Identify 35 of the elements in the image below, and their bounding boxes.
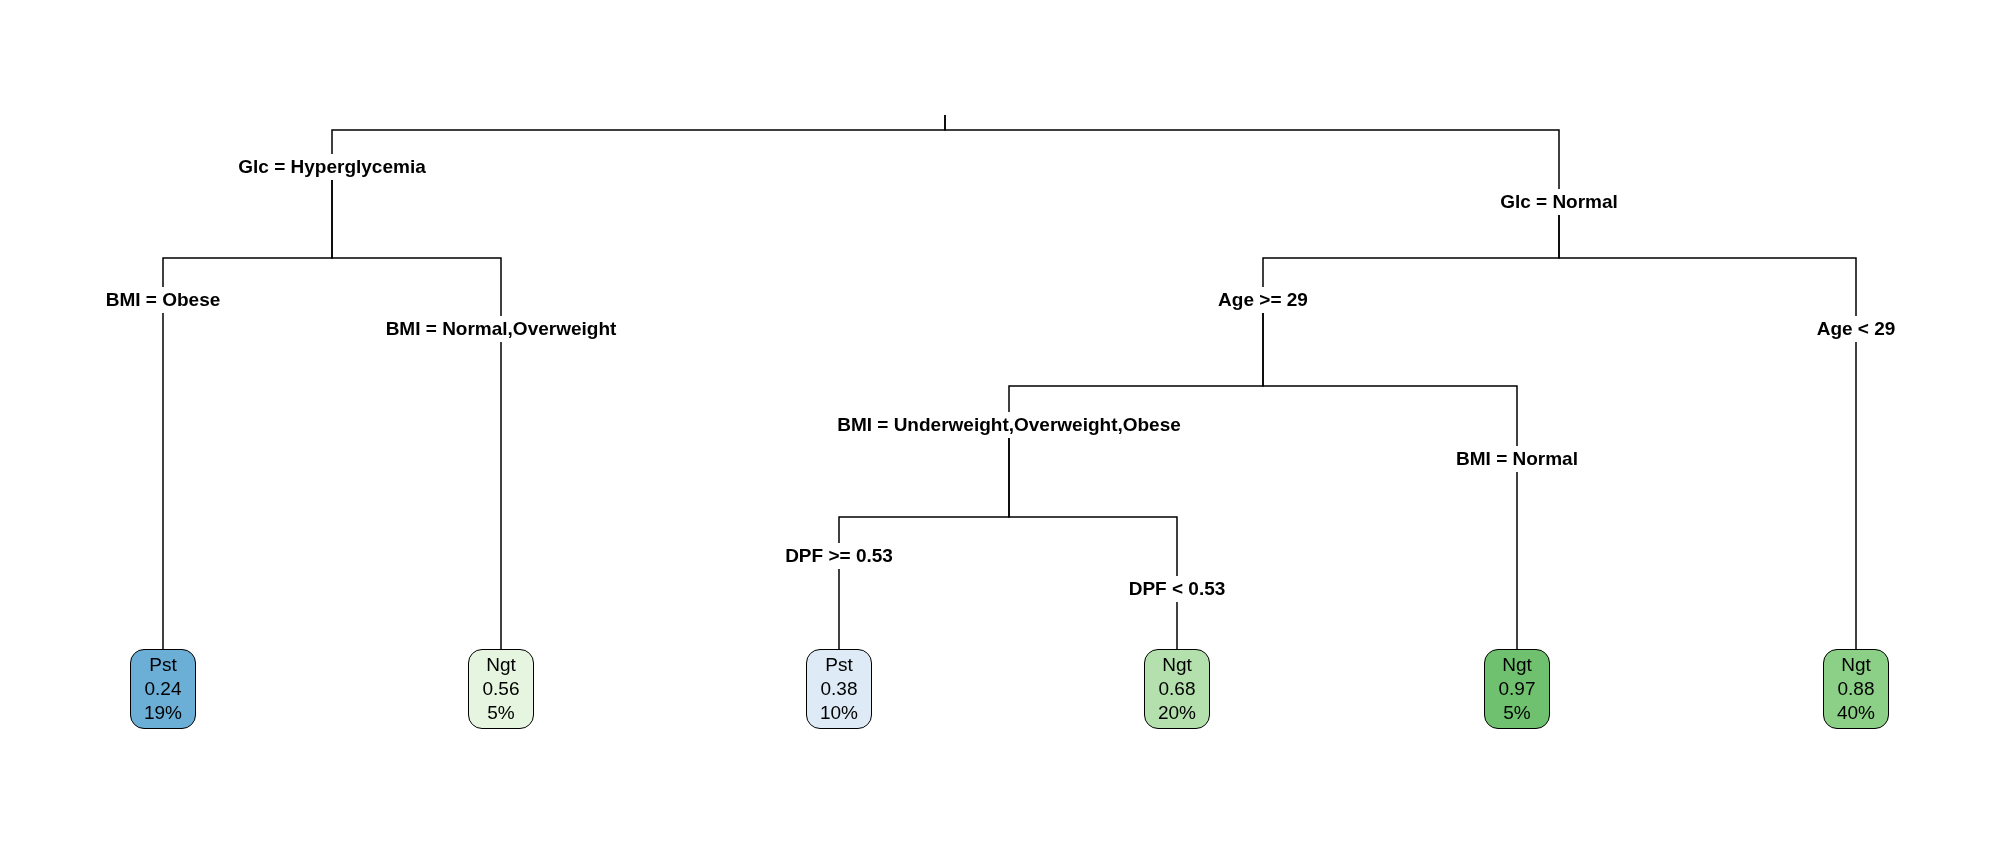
probability-value: 0.24 [144, 677, 182, 701]
tree-branch-line [1855, 341, 1857, 650]
probability-value: 0.56 [482, 677, 520, 701]
tree-branch-line [162, 312, 164, 650]
tree-branch-line [1516, 471, 1518, 650]
tree-branch-line [944, 114, 1560, 190]
leaf-node [130, 649, 196, 729]
class-label: Ngt [486, 653, 516, 677]
tree-branch-line [1558, 214, 1857, 317]
percentage-value: 40% [1837, 701, 1875, 725]
percentage-value: 5% [1503, 701, 1531, 725]
tree-branch-line [1008, 437, 1178, 577]
leaf-node [806, 649, 872, 729]
tree-branch-line [838, 568, 840, 650]
leaf-node [1823, 649, 1889, 729]
probability-value: 0.97 [1498, 677, 1536, 701]
tree-branch-line [331, 179, 502, 317]
probability-value: 0.38 [820, 677, 858, 701]
tree-branch-line [1176, 601, 1178, 650]
tree-branch-line [1262, 312, 1518, 447]
probability-value: 0.88 [1837, 677, 1875, 701]
percentage-value: 19% [144, 701, 182, 725]
class-label: Pst [825, 653, 853, 677]
class-label: Ngt [1841, 653, 1871, 677]
percentage-value: 20% [1158, 701, 1196, 725]
tree-branch-line [500, 341, 502, 650]
leaf-node [468, 649, 534, 729]
percentage-value: 5% [487, 701, 515, 725]
class-label: Ngt [1162, 653, 1192, 677]
class-label: Ngt [1502, 653, 1532, 677]
class-label: Pst [149, 653, 177, 677]
leaf-node [1484, 649, 1550, 729]
leaf-node [1144, 649, 1210, 729]
percentage-value: 10% [820, 701, 858, 725]
probability-value: 0.68 [1158, 677, 1196, 701]
